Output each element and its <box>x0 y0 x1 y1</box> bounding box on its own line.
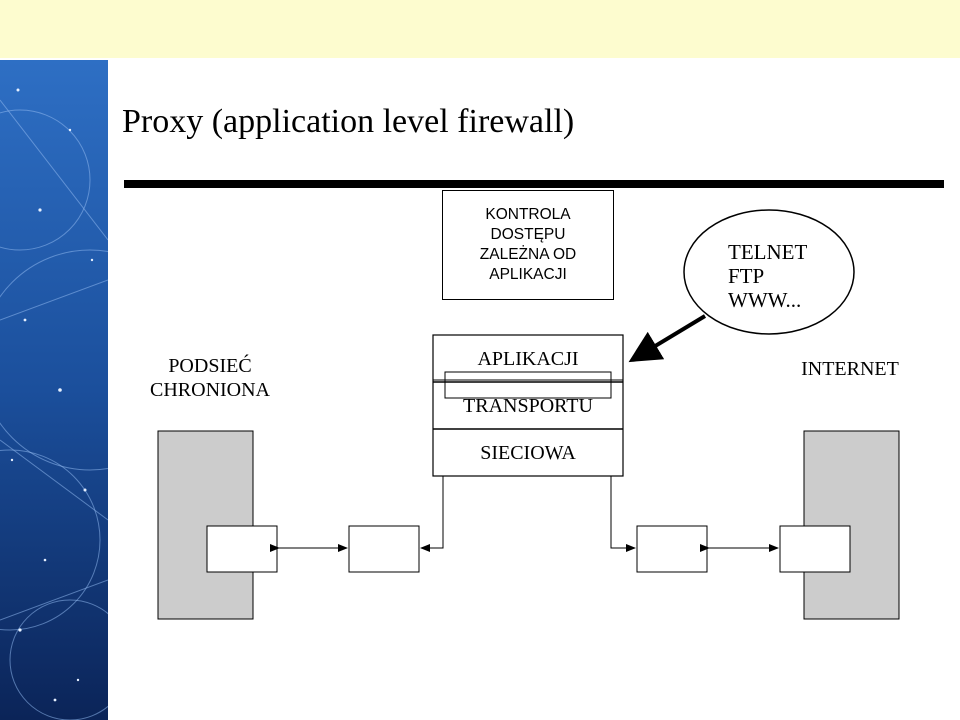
control-line: APLIKACJI <box>489 266 567 283</box>
proxy-stack <box>432 334 624 477</box>
starmap-side-strip <box>0 60 108 720</box>
layer-application: APLIKACJI <box>477 347 579 370</box>
control-line: ZALEŻNA OD <box>479 246 577 263</box>
protocol-bubble <box>683 209 855 335</box>
control-line: DOSTĘPU <box>490 226 566 243</box>
proxy-inner-interface <box>348 525 420 573</box>
protected-subnet-label: PODSIEĆ CHRONIONA <box>140 354 280 402</box>
title-rule <box>124 180 944 188</box>
subnet-line: CHRONIONA <box>150 379 270 401</box>
protected-host <box>157 430 254 620</box>
protected-host-interface <box>206 525 278 573</box>
top-band <box>0 0 960 58</box>
link-proxy-outer <box>610 476 636 552</box>
link-proxy-inner <box>420 476 444 552</box>
slide-title: Proxy (application level firewall) <box>122 103 575 140</box>
protocol-label: WWW... <box>728 288 802 312</box>
pointer-arrow <box>628 314 707 363</box>
layer-network: SIECIOWA <box>480 441 576 464</box>
internet-host-interface <box>779 525 851 573</box>
protocol-label: FTP <box>728 264 765 288</box>
internet-label: INTERNET <box>801 358 899 380</box>
subnet-line: PODSIEĆ <box>168 355 252 377</box>
access-control-box: KONTROLA DOSTĘPU ZALEŻNA OD APLIKACJI <box>442 190 614 300</box>
proxy-outer-interface <box>636 525 708 573</box>
control-line: KONTROLA <box>485 206 571 223</box>
layer-transport: TRANSPORTU <box>463 394 593 417</box>
protocol-label: TELNET <box>728 240 808 264</box>
internet-host <box>803 430 900 620</box>
transport-inner-frame <box>444 371 612 399</box>
